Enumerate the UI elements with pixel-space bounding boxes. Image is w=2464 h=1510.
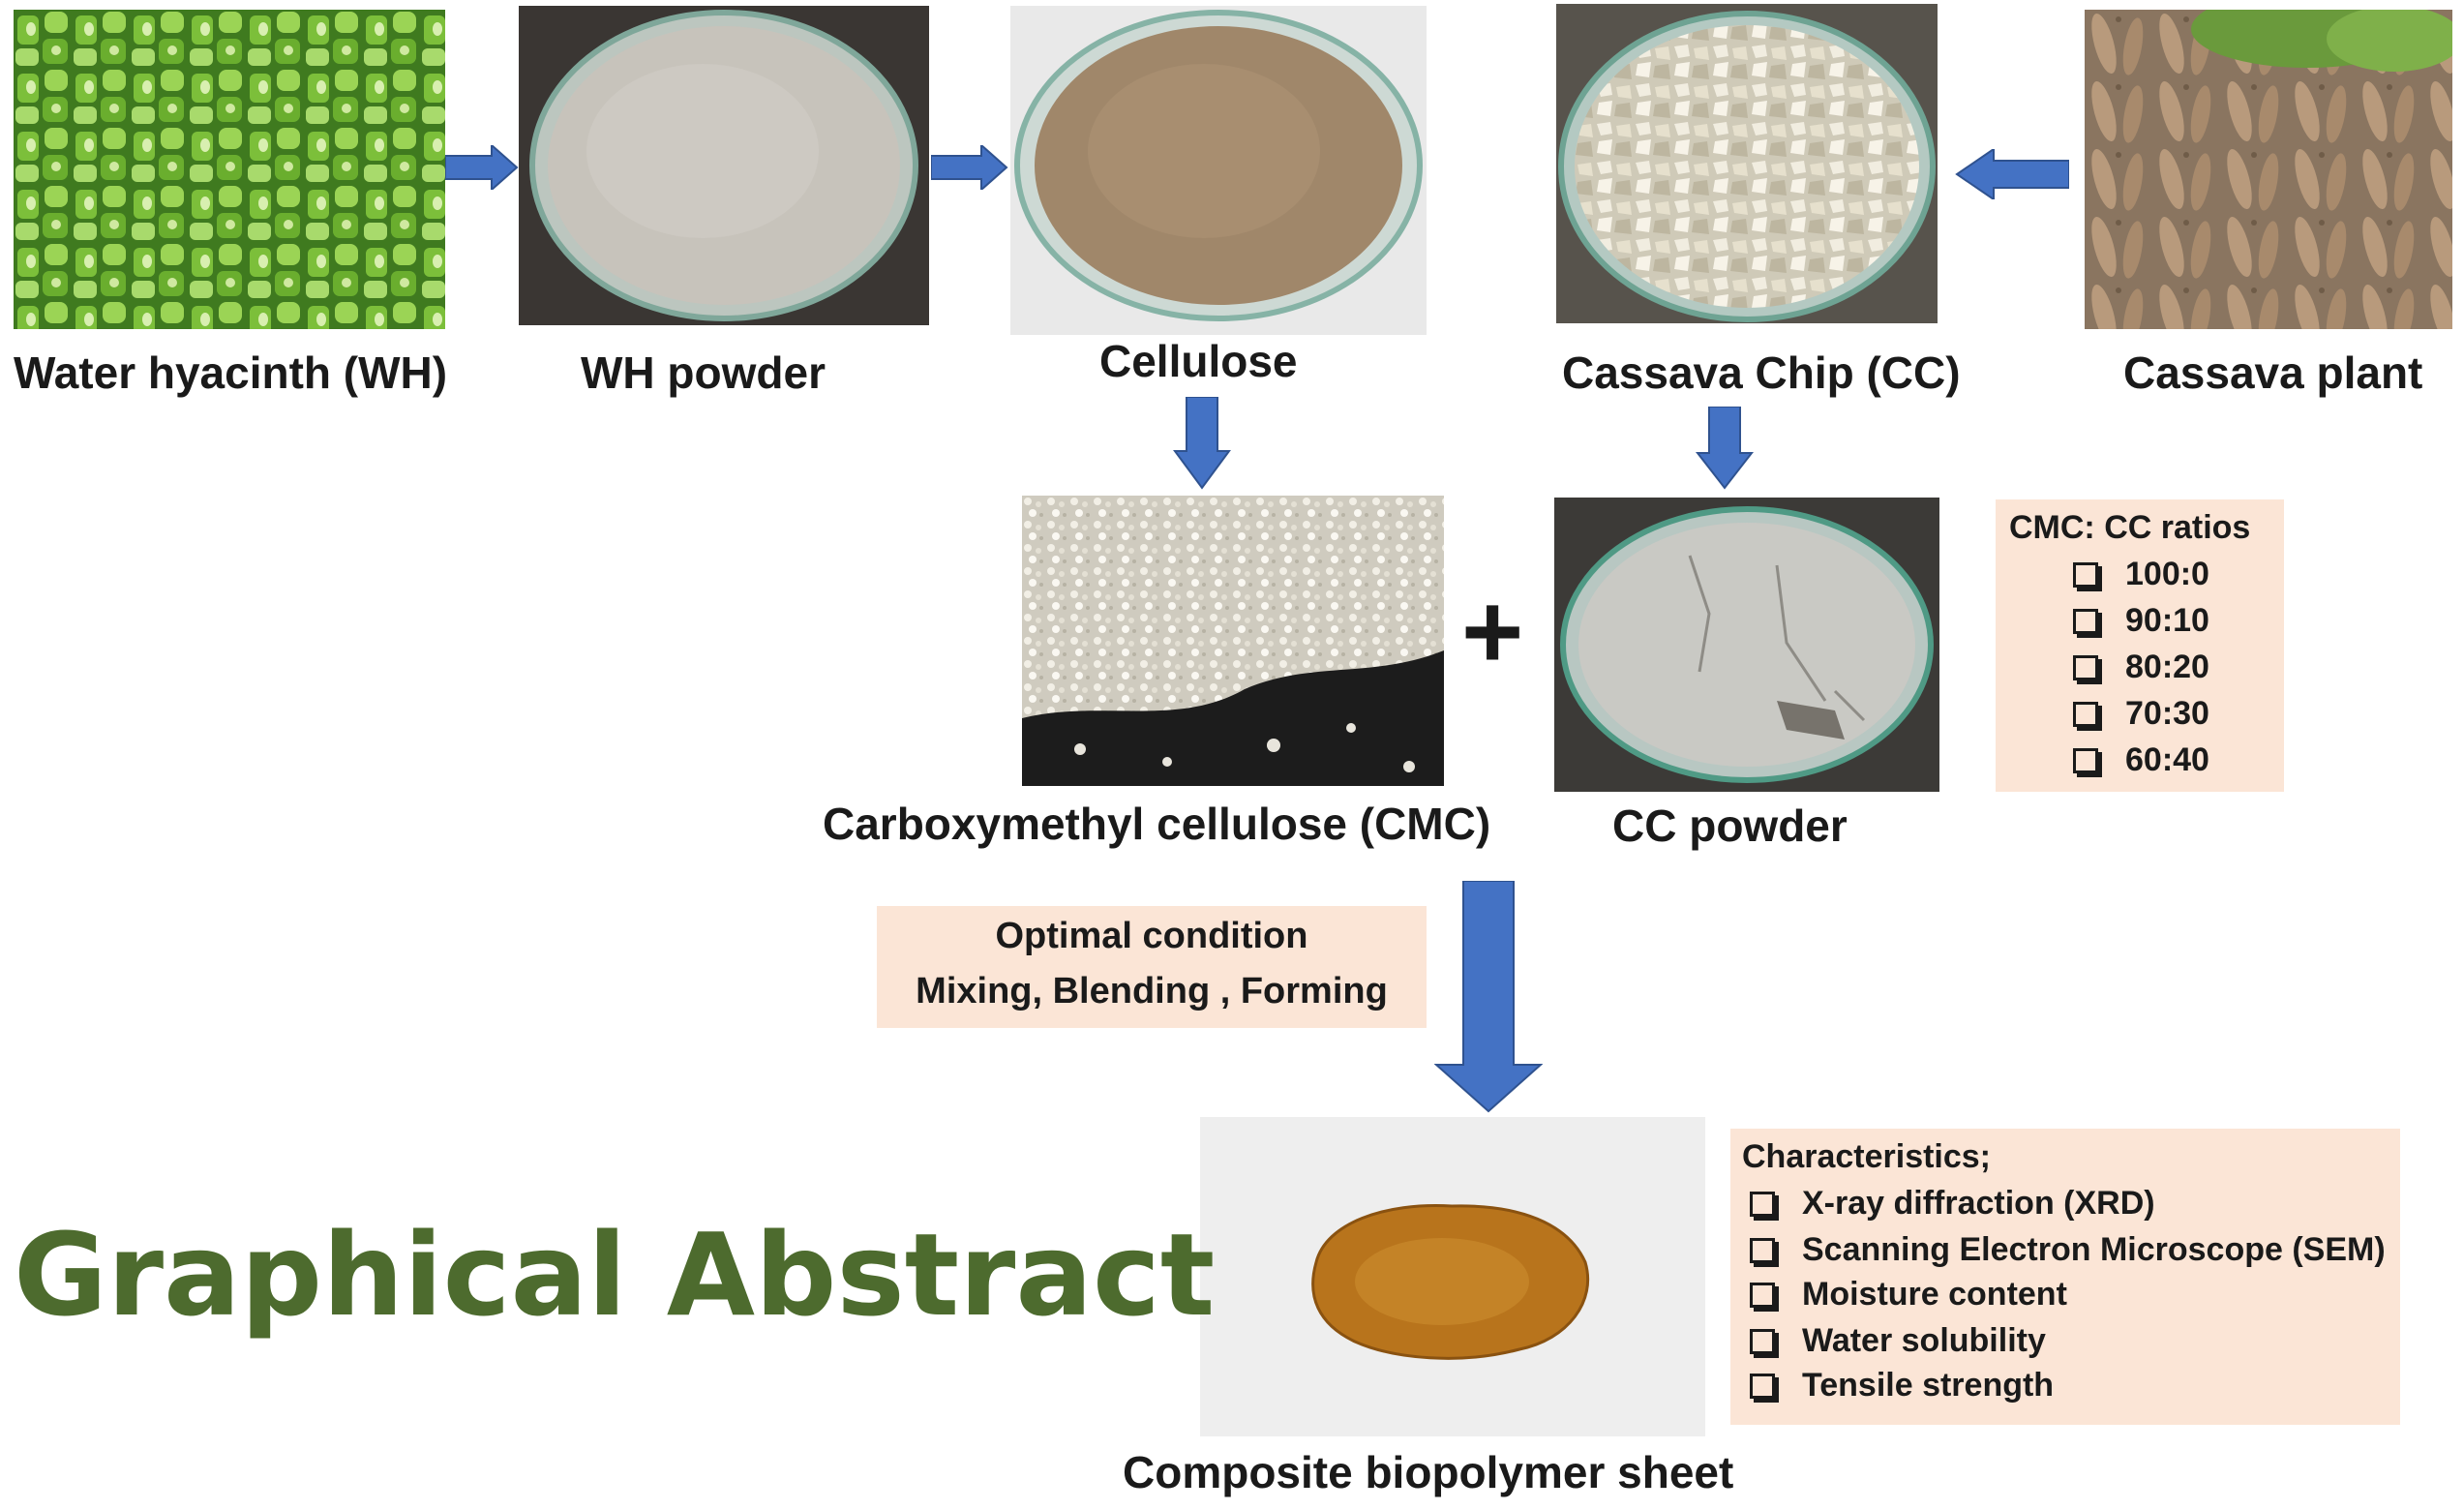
ratio-item: 100:0 — [2073, 556, 2209, 593]
checkbox-icon — [2073, 747, 2098, 773]
plus-sign: + — [1461, 572, 1524, 691]
cassava-plant-label: Cassava plant — [2123, 347, 2423, 398]
optimal-condition-box: Optimal condition Mixing, Blending , For… — [877, 906, 1427, 1028]
checkbox-icon — [1750, 1282, 1775, 1308]
arrow-down-1 — [1173, 397, 1231, 490]
arrow-right-1 — [445, 145, 519, 190]
ratio-value: 90:10 — [2125, 602, 2209, 639]
water-hyacinth-label: Water hyacinth (WH) — [14, 347, 448, 398]
wh-powder-image — [519, 6, 929, 325]
ratio-item: 70:30 — [2073, 695, 2209, 733]
cassava-chip-label: Cassava Chip (CC) — [1562, 347, 1961, 398]
cellulose-label: Cellulose — [1099, 336, 1298, 386]
ratio-item: 80:20 — [2073, 649, 2209, 686]
checkbox-icon — [1750, 1328, 1775, 1354]
checkbox-icon — [2073, 701, 2098, 727]
characteristic-item: Tensile strength — [1750, 1367, 2054, 1404]
optimal-condition-steps: Mixing, Blending , Forming — [916, 971, 1388, 1012]
cassava-chip-image — [1556, 4, 1938, 323]
ratio-value: 60:40 — [2125, 741, 2209, 778]
arrow-down-large — [1434, 881, 1543, 1113]
characteristic-item: X-ray diffraction (XRD) — [1750, 1185, 2155, 1223]
characteristic-text: Tensile strength — [1802, 1367, 2055, 1404]
characteristic-item: Moisture content — [1750, 1276, 2067, 1314]
checkbox-icon — [1750, 1191, 1775, 1217]
characteristic-text: X-ray diffraction (XRD) — [1802, 1185, 2155, 1222]
cmc-image — [1022, 496, 1444, 786]
wh-powder-label: WH powder — [581, 347, 826, 398]
cellulose-image — [1010, 6, 1427, 335]
graphical-abstract-title: Graphical Abstract — [14, 1208, 1216, 1342]
ratios-title: CMC: CC ratios — [2009, 509, 2251, 546]
ratio-item: 60:40 — [2073, 741, 2209, 779]
ratio-item: 90:10 — [2073, 602, 2209, 640]
cc-powder-label: CC powder — [1612, 800, 1848, 851]
characteristic-item: Scanning Electron Microscope (SEM) — [1750, 1231, 2386, 1269]
checkbox-icon — [1750, 1237, 1775, 1263]
arrow-right-2 — [931, 145, 1008, 190]
ratio-value: 80:20 — [2125, 649, 2209, 685]
cc-powder-image — [1554, 498, 1939, 792]
checkbox-icon — [2073, 608, 2098, 634]
optimal-condition-title: Optimal condition — [995, 916, 1308, 956]
characteristic-text: Water solubility — [1802, 1322, 2046, 1359]
checkbox-icon — [2073, 561, 2098, 588]
composite-sheet-image — [1200, 1117, 1705, 1436]
checkbox-icon — [2073, 654, 2098, 680]
characteristic-item: Water solubility — [1750, 1322, 2046, 1360]
cassava-plant-image — [2085, 10, 2452, 329]
ratios-box: CMC: CC ratios 100:0 90:10 80:20 70:30 6… — [1996, 499, 2284, 792]
ratio-value: 70:30 — [2125, 695, 2209, 732]
water-hyacinth-image — [14, 10, 445, 329]
arrow-left-1 — [1955, 149, 2069, 199]
characteristic-text: Scanning Electron Microscope (SEM) — [1802, 1231, 2386, 1268]
characteristic-text: Moisture content — [1802, 1276, 2067, 1313]
characteristics-box: Characteristics; X-ray diffraction (XRD)… — [1730, 1129, 2400, 1425]
cmc-label: Carboxymethyl cellulose (CMC) — [823, 799, 1491, 849]
arrow-down-2 — [1696, 407, 1754, 490]
checkbox-icon — [1750, 1373, 1775, 1399]
ratio-value: 100:0 — [2125, 556, 2209, 592]
characteristics-title: Characteristics; — [1742, 1138, 1992, 1175]
composite-sheet-label: Composite biopolymer sheet — [1123, 1447, 1734, 1497]
